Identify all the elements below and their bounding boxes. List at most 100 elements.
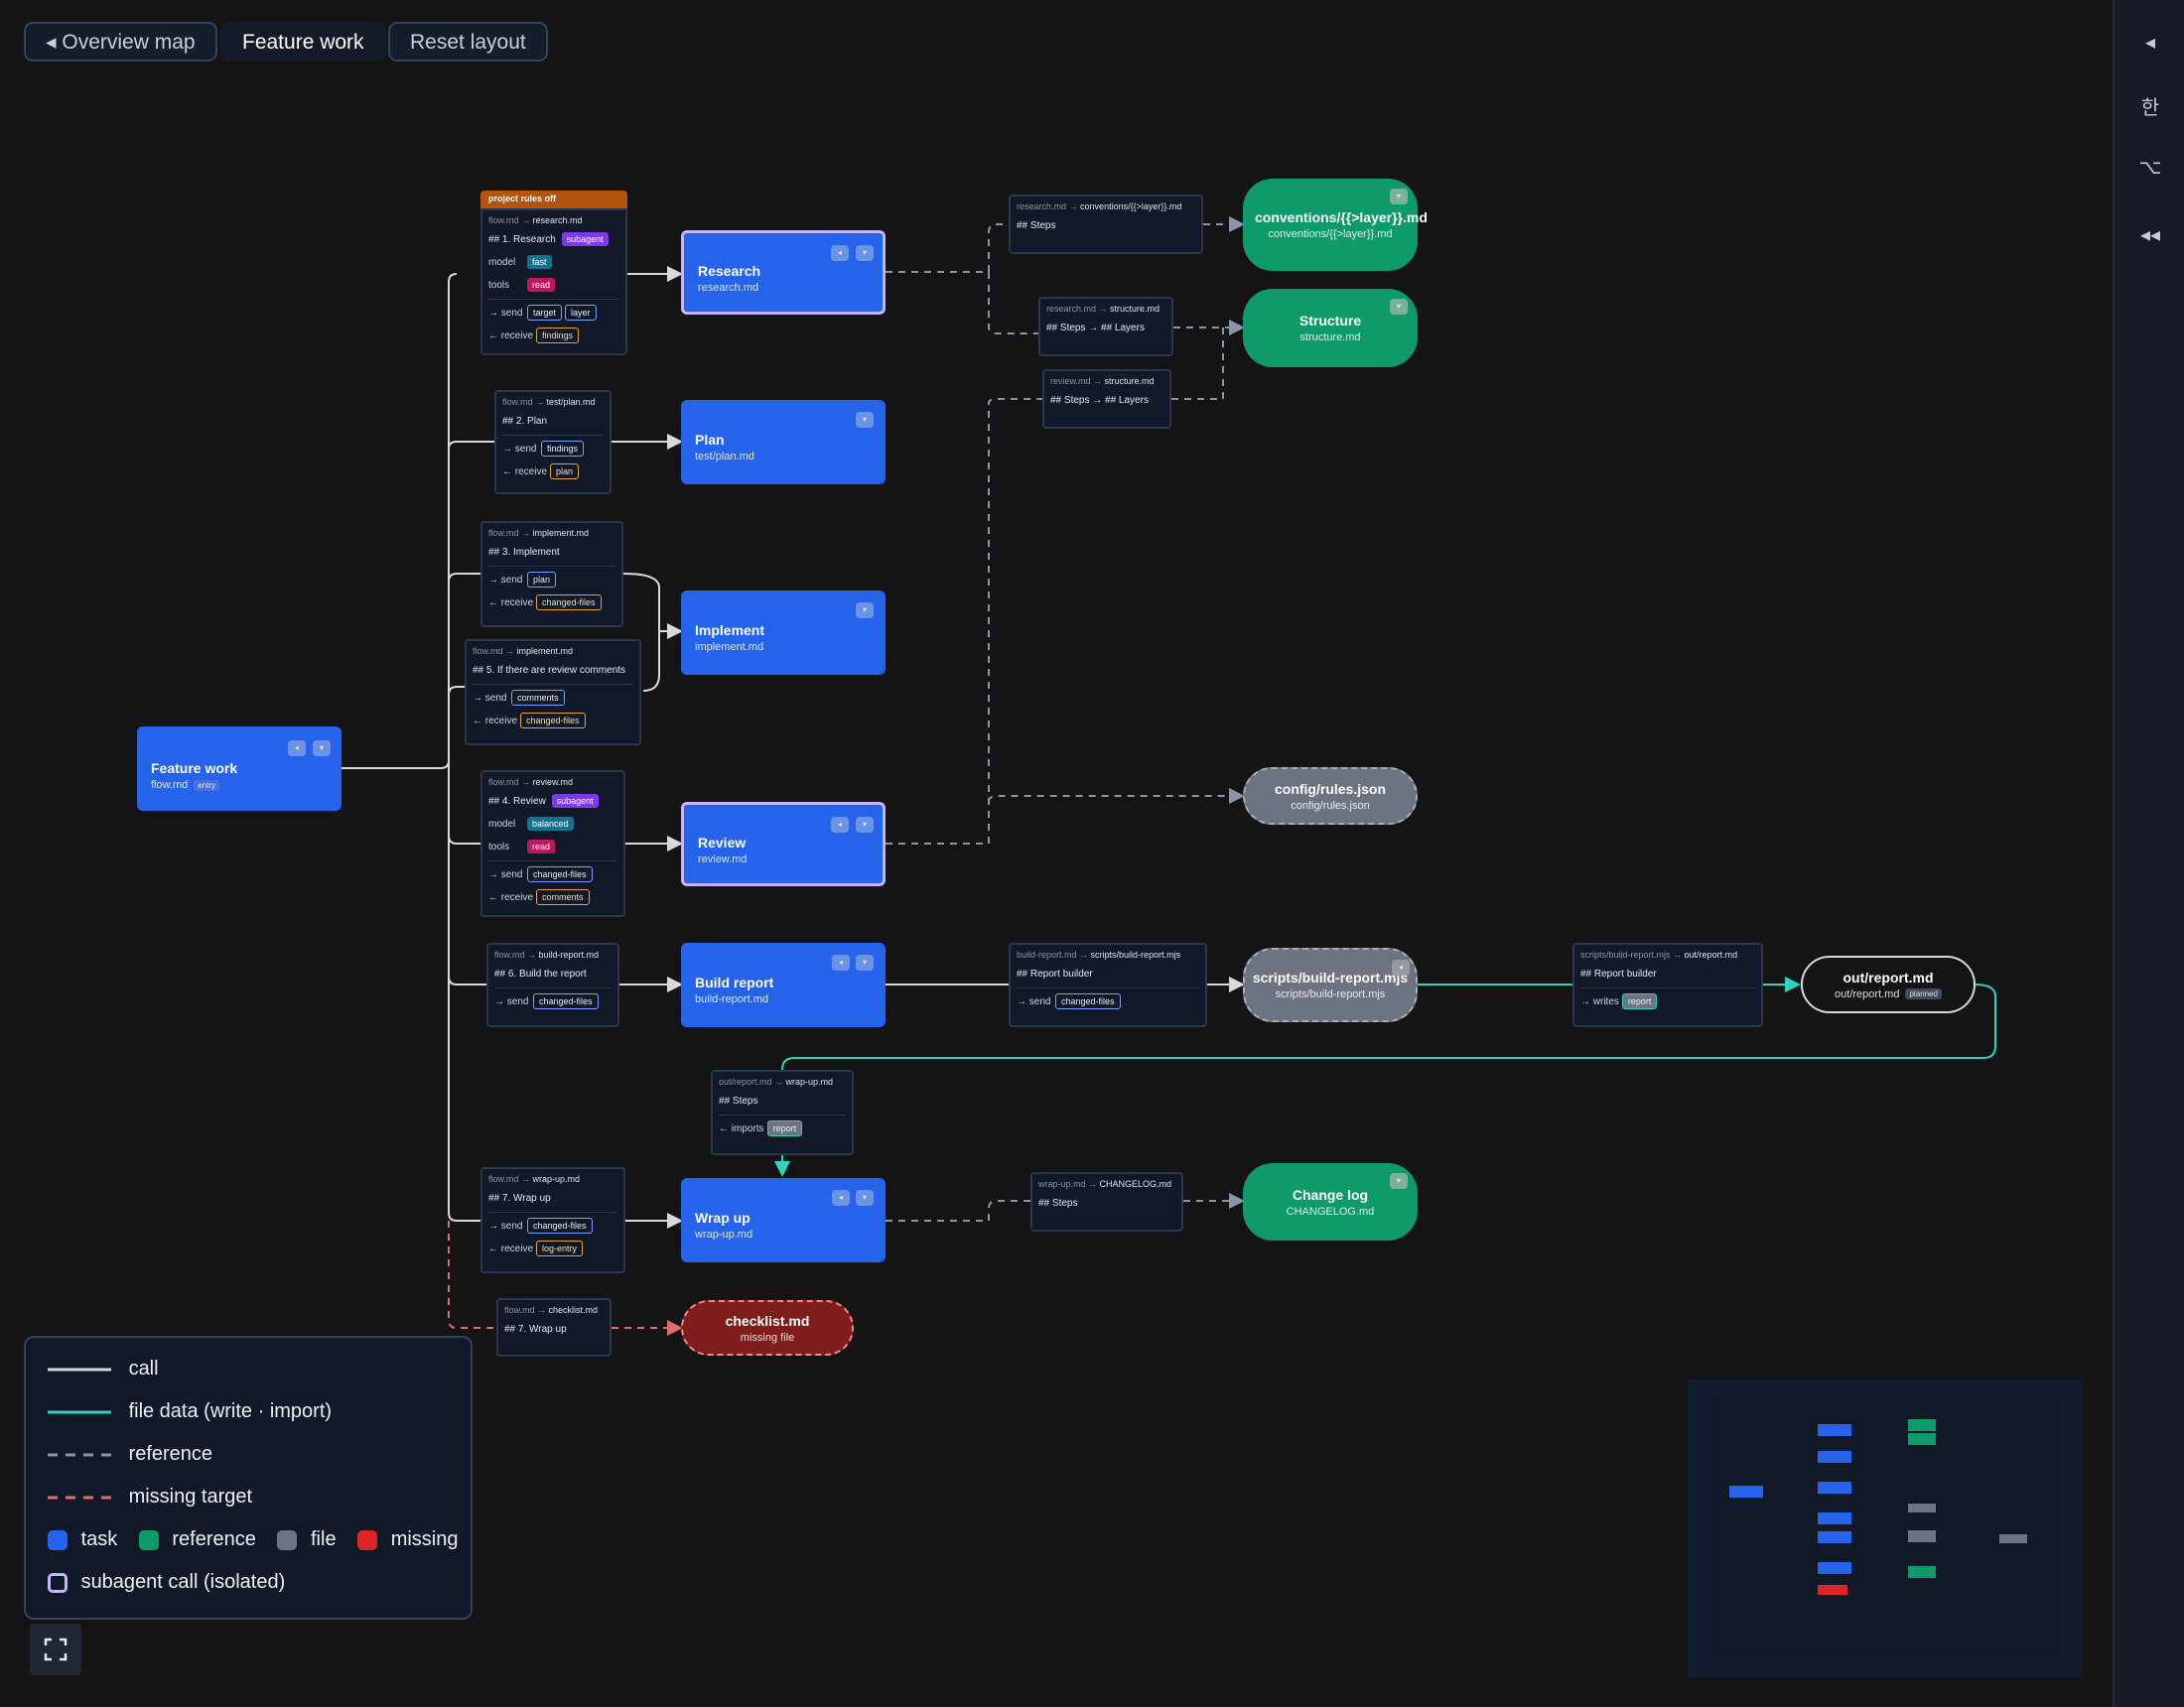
node-back-icon[interactable]: ◂ [832,955,850,971]
edge-card-structure-review[interactable]: review.md → structure.md ## Steps → ## L… [1042,369,1171,429]
card-from: build-report.md [1017,950,1077,960]
node-review[interactable]: ◂ ▾ Review review.md [681,802,886,886]
legend-label: subagent call (isolated) [80,1571,286,1594]
rewind-icon[interactable]: ◂◂ [2139,224,2161,246]
receive-chip: log-entry [536,1241,584,1256]
send-chip: comments [511,690,565,706]
node-title: checklist.md [725,1312,810,1329]
edge-card-wrapup[interactable]: flow.md → wrap-up.md ## 7. Wrap up → sen… [480,1167,625,1273]
model-chip: fast [527,255,552,269]
card-section: ## 1. Research [488,234,556,245]
card-to: out/report.md [1684,950,1738,960]
edge-card-structure-research[interactable]: research.md → structure.md ## Steps → ##… [1038,297,1173,356]
node-back-icon[interactable]: ◂ [832,1190,850,1206]
node-file: missing file [740,1331,795,1344]
card-from: flow.md [494,950,525,960]
node-menu-icon[interactable]: ▾ [1390,1173,1408,1189]
edge-card-checklist[interactable]: flow.md → checklist.md ## 7. Wrap up [496,1298,612,1357]
edge-card-research[interactable]: flow.md → research.md ## 1. Research sub… [480,208,627,355]
card-from: scripts/build-report.mjs [1580,950,1671,960]
node-menu-icon[interactable]: ▾ [313,740,331,756]
fullscreen-button[interactable] [30,1624,81,1675]
node-structure[interactable]: ▾ Structure structure.md [1243,289,1418,367]
card-to: implement.md [532,528,590,538]
node-implement[interactable]: ▾ Implement implement.md [681,591,886,675]
node-menu-icon[interactable]: ▾ [856,955,874,971]
edge-card-imports[interactable]: out/report.md → wrap-up.md ## Steps ← im… [711,1070,854,1155]
edge-card-implement[interactable]: flow.md → implement.md ## 3. Implement →… [480,521,623,627]
node-file: structure.md [1299,331,1361,343]
card-key: → send [488,1221,523,1232]
node-plan[interactable]: ▾ Plan test/plan.md [681,400,886,484]
card-to: structure.md [1110,304,1160,314]
node-menu-icon[interactable]: ▾ [856,1190,874,1206]
minimap-node [1908,1419,1936,1431]
collapse-panel-icon[interactable]: ◂ [2144,32,2156,54]
card-key: → send [488,575,523,586]
legend-label: call [128,1358,159,1380]
fullscreen-icon [44,1638,68,1661]
overview-map-button[interactable]: ◂ Overview map [24,22,217,62]
current-flow-title: Feature work [220,22,386,62]
option-key-icon[interactable]: ⌥ [2138,157,2162,179]
node-title: Feature work [151,760,238,776]
node-build-script[interactable]: ◂ scripts/build-report.mjs scripts/build… [1243,948,1418,1022]
node-changelog[interactable]: ▾ Change log CHANGELOG.md [1243,1163,1418,1241]
card-section: ## Report builder [1017,969,1093,980]
node-conventions[interactable]: ▾ conventions/{{>layer}}.md conventions/… [1243,179,1428,271]
minimap-node [1818,1531,1851,1543]
node-file: CHANGELOG.md [1286,1205,1375,1218]
legend-item-reference: reference [48,1443,212,1466]
edge-card-review-fix[interactable]: flow.md → implement.md ## 5. If there ar… [465,639,641,745]
send-chip: changed-files [527,1218,593,1234]
legend-item-call: call [48,1358,159,1380]
node-research[interactable]: ◂ ▾ Research research.md [681,230,886,315]
reset-layout-button[interactable]: Reset layout [388,22,548,62]
node-menu-icon[interactable]: ▾ [1390,299,1408,315]
node-title: Review [698,835,747,851]
node-menu-icon[interactable]: ▾ [1390,189,1408,204]
node-menu-icon[interactable]: ▾ [856,817,874,833]
edge-card-writes[interactable]: scripts/build-report.mjs → out/report.md… [1572,943,1763,1027]
node-wrap-up[interactable]: ◂ ▾ Wrap up wrap-up.md [681,1178,886,1262]
card-to: conventions/{{>layer}}.md [1080,201,1182,211]
card-section: ## Steps [719,1096,758,1107]
node-menu-icon[interactable]: ▾ [856,602,874,618]
node-title: scripts/build-report.mjs [1252,970,1409,985]
reference-line-icon [48,1453,111,1457]
edge-card-script[interactable]: build-report.md → scripts/build-report.m… [1009,943,1207,1027]
edge-card-changelog[interactable]: wrap-up.md → CHANGELOG.md ## Steps [1030,1172,1183,1232]
language-toggle-icon[interactable]: 한 [2140,97,2160,119]
card-section: ## Report builder [1580,969,1657,980]
node-back-icon[interactable]: ◂ [831,245,849,261]
minimap-node [1818,1512,1851,1524]
node-menu-icon[interactable]: ▾ [856,412,874,428]
node-config-rules[interactable]: config/rules.json config/rules.json [1243,767,1418,825]
node-menu-icon[interactable]: ▾ [856,245,874,261]
card-key: ← receive [488,892,534,903]
node-back-icon[interactable]: ◂ [288,740,306,756]
card-from: flow.md [488,777,519,787]
edge-card-plan[interactable]: flow.md → test/plan.md ## 2. Plan → send… [494,390,612,494]
edge-card-build[interactable]: flow.md → build-report.md ## 6. Build th… [486,943,619,1027]
node-back-icon[interactable]: ◂ [831,817,849,833]
edge-card-conventions[interactable]: research.md → conventions/{{>layer}}.md … [1009,195,1203,254]
legend-label: missing target [128,1486,253,1509]
node-build-report[interactable]: ◂ ▾ Build report build-report.md [681,943,886,1027]
node-checklist-missing[interactable]: checklist.md missing file [681,1300,854,1356]
card-key: ← receive [488,330,534,341]
minimap-viewport [1711,1397,2059,1657]
send-chip: changed-files [533,993,599,1009]
node-title: Plan [695,432,725,448]
node-back-icon[interactable]: ◂ [1392,960,1410,976]
node-file: build-report.md [695,993,768,1005]
card-key: ← receive [488,1244,534,1254]
minimap-node [1818,1482,1851,1494]
minimap[interactable] [1688,1379,2083,1677]
flow-canvas[interactable]: ◂ Overview map Feature work Reset layout… [0,0,2113,1707]
card-to: checklist.md [548,1305,599,1315]
card-section: ## 7. Wrap up [488,1193,551,1204]
edge-card-review[interactable]: flow.md → review.md ## 4. Review subagen… [480,770,625,917]
